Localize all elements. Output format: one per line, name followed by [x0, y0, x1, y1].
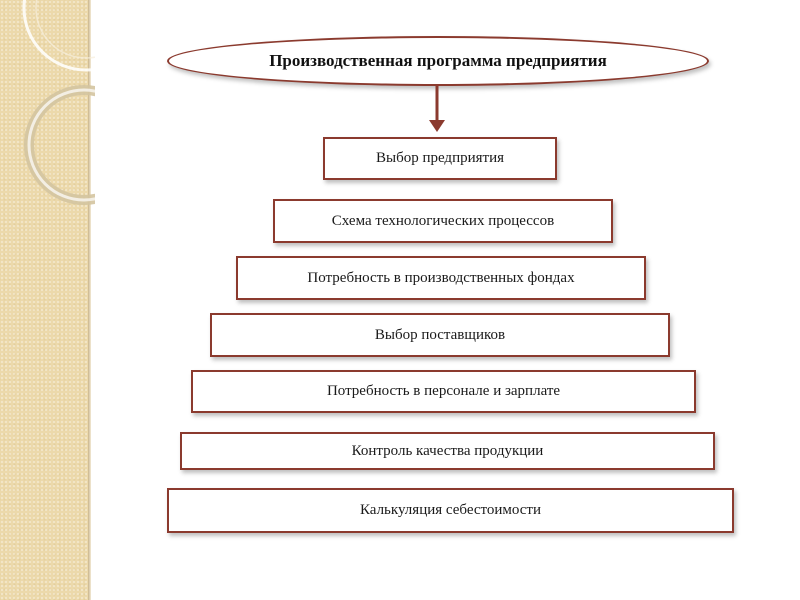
down-arrow-icon: [429, 86, 445, 132]
decorative-rings: [22, 0, 95, 205]
step-label: Калькуляция себестоимости: [359, 502, 542, 518]
step-label: Контроль качества продукции: [351, 442, 544, 459]
step-label: Потребность в персонале и зарплате: [326, 383, 561, 399]
step-label: Выбор поставщиков: [374, 326, 506, 343]
step-box-personnel-salary: Потребность в персонале и зарплате: [191, 370, 696, 413]
side-panel-edge: [88, 0, 91, 600]
step-label: Выбор предприятия: [375, 150, 505, 166]
side-decor-panel: [0, 0, 88, 600]
step-box-production-funds: Потребность в производственных фондах: [236, 256, 646, 300]
step-label: Потребность в производственных фондах: [307, 269, 575, 286]
step-box-enterprise-choice: Выбор предприятия: [323, 137, 557, 180]
step-box-process-scheme: Схема технологических процессов: [273, 199, 613, 243]
step-box-cost-calculation: Калькуляция себестоимости: [167, 488, 734, 533]
step-label: Схема технологических процессов: [331, 212, 555, 229]
step-box-quality-control: Контроль качества продукции: [180, 432, 715, 470]
diagram-title: Производственная программа предприятия: [269, 51, 607, 70]
title-oval: Производственная программа предприятия: [167, 36, 709, 86]
step-box-suppliers: Выбор поставщиков: [210, 313, 670, 357]
